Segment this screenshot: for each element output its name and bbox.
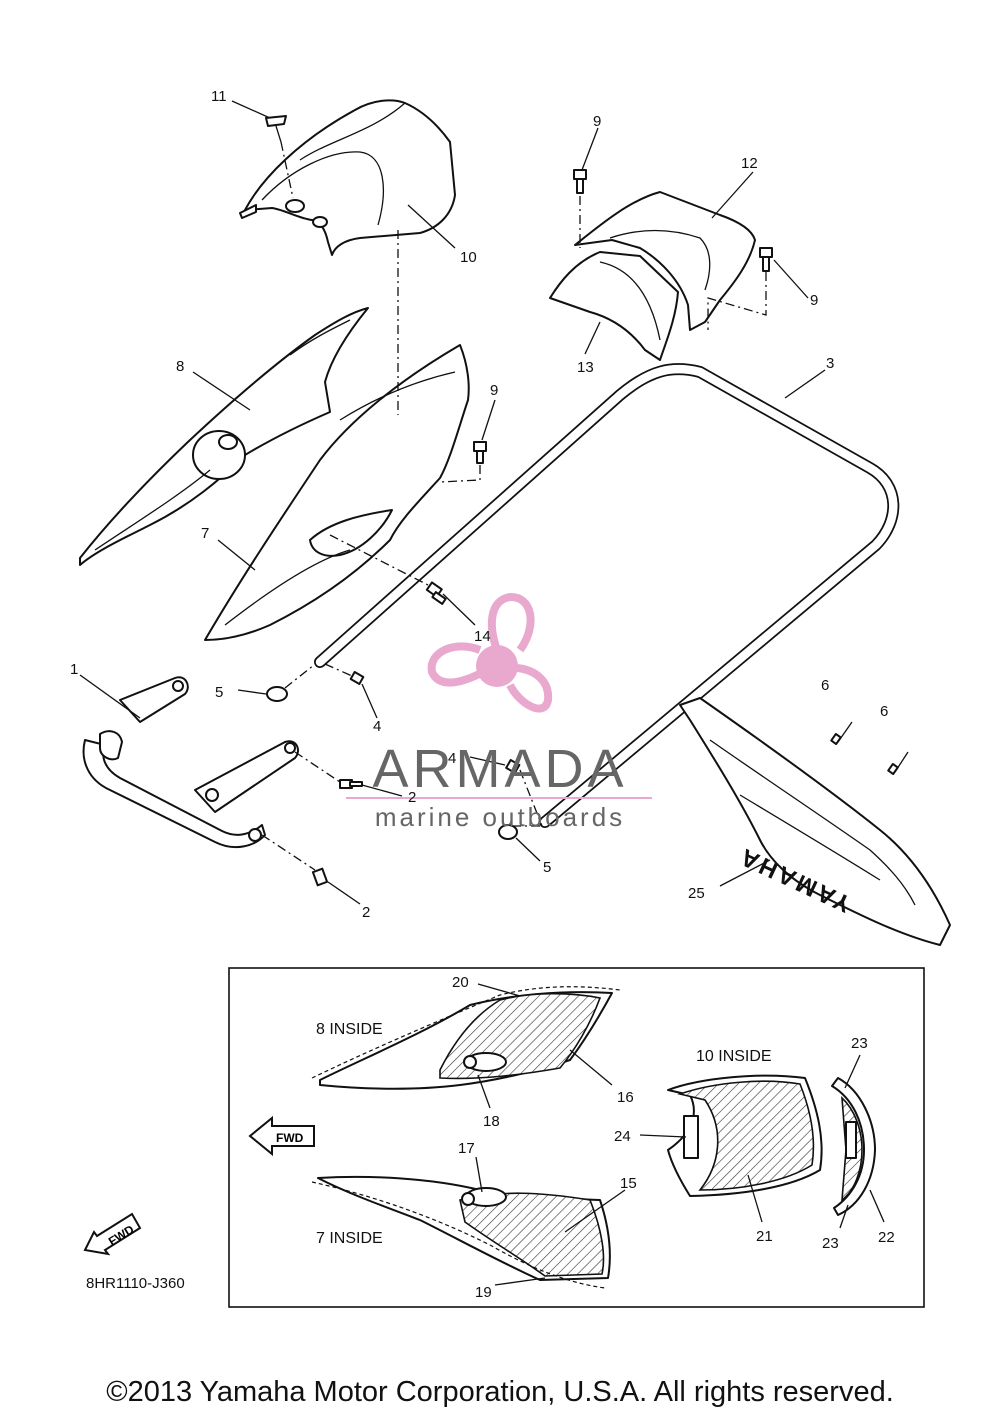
callout-6-left: 6 bbox=[821, 677, 829, 694]
side-panel-part-7 bbox=[204, 344, 470, 641]
frame-part-3 bbox=[314, 363, 900, 828]
inset-box: 8 INSIDE FWD 7 INSIDE 10 INSIDE bbox=[228, 967, 925, 1308]
inset-panel-7 bbox=[311, 1175, 611, 1289]
callout-23-bottom: 23 bbox=[822, 1235, 839, 1252]
bolt-part-9-mid bbox=[473, 441, 487, 464]
bolt-part-2-lower bbox=[311, 867, 329, 887]
callout-4-right: 4 bbox=[448, 750, 456, 767]
callout-6-right: 6 bbox=[880, 703, 888, 720]
diagram-code: 8HR1110-J360 bbox=[86, 1275, 185, 1292]
watermark-brand: ARMADA bbox=[372, 739, 627, 799]
side-panel-part-8 bbox=[79, 307, 369, 566]
callout-7: 7 bbox=[201, 525, 209, 542]
lower-panel-part-25: YAMAHA bbox=[679, 697, 951, 946]
callout-19: 19 bbox=[475, 1284, 492, 1301]
label-10-inside: 10 INSIDE bbox=[696, 1048, 772, 1065]
callout-9-top: 9 bbox=[593, 113, 601, 130]
callout-5-left: 5 bbox=[215, 684, 223, 701]
bolt-part-14 bbox=[425, 581, 447, 605]
label-8-inside: 8 INSIDE bbox=[316, 1021, 383, 1038]
cover-part-12 bbox=[574, 191, 756, 331]
callout-16: 16 bbox=[617, 1089, 634, 1106]
watermark: ARMADA marine outboards bbox=[346, 593, 652, 832]
callout-numbers: 11 10 9 12 9 13 3 8 9 7 14 1 5 4 4 2 5 2… bbox=[70, 88, 888, 921]
callout-4-left: 4 bbox=[373, 718, 381, 735]
rivet-part-6-right bbox=[887, 751, 909, 775]
callout-1: 1 bbox=[70, 661, 78, 678]
callout-20: 20 bbox=[452, 974, 469, 991]
inset-panel-8 bbox=[311, 986, 621, 1090]
bolt-part-9-top bbox=[573, 169, 587, 194]
callout-9-right: 9 bbox=[810, 292, 818, 309]
callout-23-top: 23 bbox=[851, 1035, 868, 1052]
callout-10: 10 bbox=[460, 249, 477, 266]
fwd-badge-icon: FWD bbox=[83, 1212, 142, 1256]
seat-cover-part-10 bbox=[239, 99, 456, 256]
cover-part-13 bbox=[549, 251, 679, 361]
callout-17: 17 bbox=[458, 1140, 475, 1157]
callout-2-upper: 2 bbox=[408, 789, 416, 806]
screw-part-11 bbox=[265, 115, 287, 143]
callout-18: 18 bbox=[483, 1113, 500, 1130]
bracket-part-1 bbox=[82, 676, 299, 849]
callout-21: 21 bbox=[756, 1228, 773, 1245]
callout-12: 12 bbox=[741, 155, 758, 172]
callout-8: 8 bbox=[176, 358, 184, 375]
callout-2-lower: 2 bbox=[362, 904, 370, 921]
cap-part-5-left bbox=[266, 686, 288, 702]
fwd-arrow-label: FWD bbox=[276, 1131, 304, 1145]
watermark-tagline: marine outboards bbox=[375, 802, 625, 832]
copyright-notice: ©2013 Yamaha Motor Corporation, U.S.A. A… bbox=[106, 1376, 894, 1408]
bolt-part-9-right bbox=[759, 247, 773, 272]
fwd-arrow-icon: FWD bbox=[248, 1115, 315, 1157]
callout-15: 15 bbox=[620, 1175, 637, 1192]
leader-lines bbox=[79, 100, 826, 905]
bolt-part-4-left bbox=[349, 671, 365, 685]
callout-5-right: 5 bbox=[543, 859, 551, 876]
callout-24: 24 bbox=[614, 1128, 631, 1145]
cap-part-5-right bbox=[498, 824, 518, 840]
rivet-part-6-left bbox=[830, 721, 853, 745]
callout-13: 13 bbox=[577, 359, 594, 376]
callout-14: 14 bbox=[474, 628, 491, 645]
label-7-inside: 7 INSIDE bbox=[316, 1230, 383, 1247]
bolt-part-2-upper bbox=[339, 779, 363, 789]
callout-11: 11 bbox=[211, 88, 227, 105]
callout-22: 22 bbox=[878, 1229, 895, 1246]
callout-9-mid: 9 bbox=[490, 382, 498, 399]
callout-25: 25 bbox=[688, 885, 705, 902]
trim-part-22 bbox=[831, 1077, 876, 1216]
inset-leader-lines bbox=[475, 983, 885, 1286]
bolt-part-4-right bbox=[505, 759, 521, 774]
inset-panel-10 bbox=[667, 1074, 823, 1197]
callout-3: 3 bbox=[826, 355, 834, 372]
propeller-logo bbox=[427, 593, 553, 713]
